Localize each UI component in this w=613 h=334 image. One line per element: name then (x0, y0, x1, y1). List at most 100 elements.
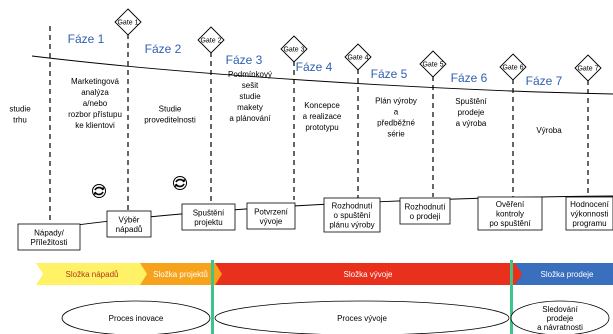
phase-description-line: Koncepce (304, 101, 340, 110)
decision-box-label-line: po spuštění (489, 219, 531, 228)
decision-box: Nápady/Příležitosti (17, 223, 81, 251)
phase-description: Spuštění prodeje a výroba (455, 97, 487, 128)
pipeline-bar-label: Složka nápadů (66, 270, 119, 279)
decision-box-label-line: programu (572, 219, 606, 228)
process-label-line: Proces inovace (109, 314, 164, 323)
decision-box-frame (17, 223, 81, 251)
pipeline-bar-shape (138, 263, 222, 285)
phase-description: studie trhu (9, 105, 31, 125)
separator-line (211, 260, 214, 334)
phase-label: Fáze 5 (371, 67, 408, 81)
gate-marker: Gate 3 (280, 35, 308, 63)
gate-diamond (344, 43, 372, 71)
phase-label: Fáze 4 (296, 60, 333, 74)
process-label: Proces vývoje (337, 314, 387, 323)
phase-description-line: makety (237, 103, 263, 112)
phase-description-line: a/nebo (83, 99, 108, 108)
decision-box-label: Nápady/Příležitosti (31, 228, 68, 247)
process-ellipse: Proces inovace (61, 300, 211, 334)
decision-box-label-line: nápadů (116, 225, 143, 234)
gate-diamond (574, 54, 602, 82)
phase-description-line: a realizace (303, 112, 342, 121)
decision-box-label-line: Rozhodnutí (405, 202, 447, 211)
process-label-line: Proces vývoje (337, 314, 387, 323)
process-label: Proces inovace (109, 314, 164, 323)
gate-marker: Gate 5 (419, 50, 447, 78)
decision-box-frame (106, 210, 152, 238)
gate-marker: Gate 7 (574, 54, 602, 82)
separator-line (510, 260, 513, 334)
phase-description-line: proveditelnosti (144, 116, 196, 125)
decision-box-label-line: Příležitosti (31, 238, 68, 247)
process-label-line: prodeje (547, 314, 574, 323)
process-ellipse-shape (214, 300, 510, 334)
phase-description-line: Výroba (536, 126, 562, 135)
phase-description-line: prodeje (458, 108, 485, 117)
gate-label: Gate 5 (422, 62, 443, 69)
decision-box-label-line: Nápady/ (34, 228, 65, 237)
phase-description-line: Marketingová (71, 77, 120, 86)
phase-description: Studie proveditelnosti (144, 105, 196, 125)
gate-diamond (114, 8, 142, 36)
decision-box-label-line: Ověření (496, 200, 525, 209)
process-ellipse-shape (510, 300, 610, 334)
gate-diamond (499, 53, 527, 81)
phase-description-line: předběžné (377, 119, 415, 128)
gate-label: Gate 7 (577, 66, 598, 73)
pipeline-bar-shape (513, 263, 613, 285)
pipeline-bar: Složka nápadů (36, 263, 147, 285)
pipeline-bar-shape (36, 263, 147, 285)
phase-label: Fáze 7 (526, 74, 563, 88)
decision-box-label-line: kontroly (496, 210, 524, 219)
decision-box-label-line: plánu výroby (329, 221, 374, 230)
phase-description-line: studie (239, 92, 261, 101)
pipeline-bar: Složka projektů (138, 263, 222, 285)
phase-description-line: Studie (159, 105, 182, 114)
phase-label: Fáze 6 (451, 71, 488, 85)
phase-description-line: trhu (13, 116, 27, 125)
phase-description-line: Spuštění (455, 97, 487, 106)
phase-label: Fáze 3 (226, 53, 263, 67)
decision-box-frame (181, 203, 236, 231)
phase-description-line: prototypu (305, 123, 338, 132)
recycle-icon (173, 176, 187, 190)
gate-marker: Gate 4 (344, 43, 372, 71)
process-ellipse-shape (61, 300, 211, 334)
pipeline-bar-label: Složka prodeje (541, 270, 594, 279)
decision-box-label-line: projektu (194, 218, 222, 227)
pipeline-bar: Složka vývoje (213, 263, 522, 285)
gate-diamond (419, 50, 447, 78)
decision-box-frame (399, 197, 451, 225)
decision-box-label-line: vývoje (260, 217, 283, 226)
recycle-icon (92, 184, 106, 198)
process-label-line: a návratnosti (537, 323, 583, 332)
decision-box-frame (565, 196, 613, 231)
phase-description-line: ke klientovi (75, 121, 115, 130)
decision-box-frame (477, 196, 543, 231)
phase-description-line: studie (9, 105, 31, 114)
phase-description-line: série (387, 130, 405, 139)
funnel-top-curve (31, 55, 613, 95)
phase-description-line: a výroba (456, 119, 487, 128)
gate-label: Gate 2 (200, 38, 221, 45)
decision-box-label-line: výkonnosti (571, 210, 609, 219)
decision-box-label-line: o prodeji (410, 212, 441, 221)
phase-description-line: a plánování (229, 114, 271, 123)
decision-box-label-line: Potvrzení (254, 207, 289, 216)
gate-diamond (280, 35, 308, 63)
